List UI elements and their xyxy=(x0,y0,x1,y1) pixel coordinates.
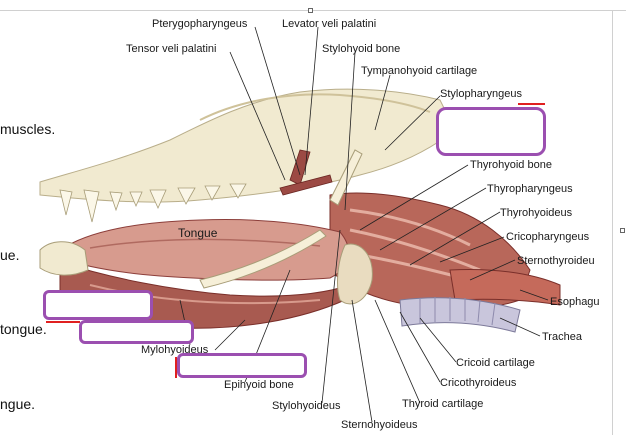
resize-handle-top[interactable] xyxy=(308,8,313,13)
thyroid-cartilage-shape xyxy=(337,243,373,305)
label-pterygopharyngeus: Pterygopharyngeus xyxy=(152,18,248,30)
document-text-line-2: ue. xyxy=(0,247,20,263)
label-esophagus: Esophagu xyxy=(550,296,600,308)
esophagus-shape xyxy=(449,269,561,306)
answer-box-2[interactable] xyxy=(43,290,153,320)
answer-box-1[interactable] xyxy=(436,107,546,156)
label-trachea: Trachea xyxy=(542,331,582,343)
document-text-line-1: muscles. xyxy=(0,121,56,137)
page-right-border xyxy=(612,10,613,435)
label-thyrohyoideus: Thyrohyoideus xyxy=(500,207,573,219)
resize-handle-right[interactable] xyxy=(620,228,625,233)
leader-lines xyxy=(179,26,549,423)
label-thyrohyoid-bone: Thyrohyoid bone xyxy=(470,159,552,171)
page-top-border xyxy=(0,10,626,11)
answer-box-4[interactable] xyxy=(177,353,307,378)
label-tongue: Tongue xyxy=(178,226,218,240)
label-thyroid-cartilage: Thyroid cartilage xyxy=(402,398,484,410)
label-stylopharyngeus: Stylopharyngeus xyxy=(440,88,522,100)
skull-ridge xyxy=(199,93,431,121)
label-tympanohyoid-cartilage: Tympanohyoid cartilage xyxy=(361,65,478,77)
label-thyropharyngeus: Thyropharyngeus xyxy=(487,183,573,195)
label-tensor-veli-palatini: Tensor veli palatini xyxy=(126,43,217,55)
label-cricopharyngeus: Cricopharyngeus xyxy=(506,231,590,243)
label-sternohyoideus: Sternohyoideus xyxy=(341,419,418,431)
upper-teeth xyxy=(59,183,247,223)
answer-box-3[interactable] xyxy=(79,320,194,344)
document-text-line-3: tongue. xyxy=(0,321,47,337)
label-sternothyroideus: Sternothyroideu xyxy=(517,255,595,267)
label-stylohyoid-bone: Stylohyoid bone xyxy=(322,43,401,55)
label-levator-veli-palatini: Levator veli palatini xyxy=(282,18,377,30)
label-cricothyroideus: Cricothyroideus xyxy=(440,377,517,389)
red-markers xyxy=(46,103,545,378)
epihyoid-bone-shape xyxy=(199,229,327,289)
mandible-tip xyxy=(39,241,89,276)
stylohyoid-bone-shape xyxy=(329,149,363,206)
trachea-shape xyxy=(399,297,521,333)
label-stylohyoideus: Stylohyoideus xyxy=(272,400,341,412)
document-text-line-4: ngue. xyxy=(0,396,36,412)
skull xyxy=(39,88,456,203)
label-cricoid-cartilage: Cricoid cartilage xyxy=(456,357,535,369)
label-epihyoid-bone: Epihyoid bone xyxy=(224,379,294,391)
